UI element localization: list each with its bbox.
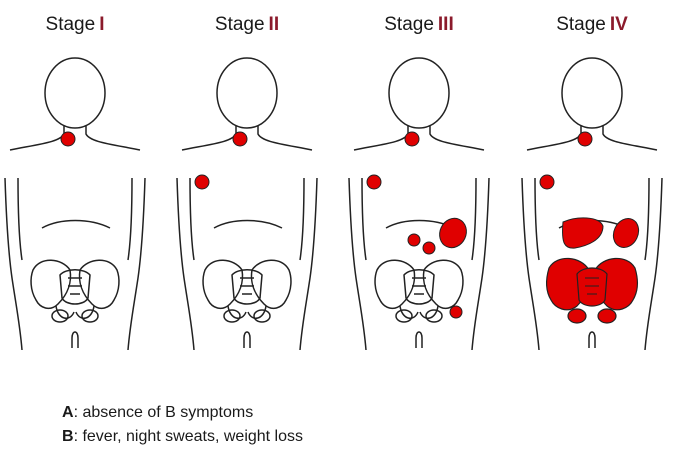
cervical-lymph-node <box>232 131 248 147</box>
stage-4-figure <box>521 57 663 351</box>
cervical-lymph-node <box>404 131 420 147</box>
cervical-lymph-node <box>577 131 593 147</box>
pelvic-bone-involvement <box>546 257 638 324</box>
abdominal-lymph-node <box>422 241 436 255</box>
stage-2-figure <box>176 57 318 351</box>
inguinal-lymph-node <box>449 305 463 319</box>
stage-3-figure <box>348 57 490 351</box>
spleen <box>439 217 467 249</box>
stage-1-figure <box>4 57 146 351</box>
axillary-lymph-node <box>366 174 382 190</box>
spleen <box>612 217 640 249</box>
axillary-lymph-node <box>194 174 210 190</box>
abdominal-lymph-node <box>407 233 421 247</box>
axillary-lymph-node <box>539 174 555 190</box>
legend-b: B: fever, night sweats, weight loss <box>62 428 304 445</box>
cervical-lymph-node <box>60 131 76 147</box>
liver <box>562 217 604 249</box>
legend-a: A: absence of B symptoms <box>62 404 254 421</box>
